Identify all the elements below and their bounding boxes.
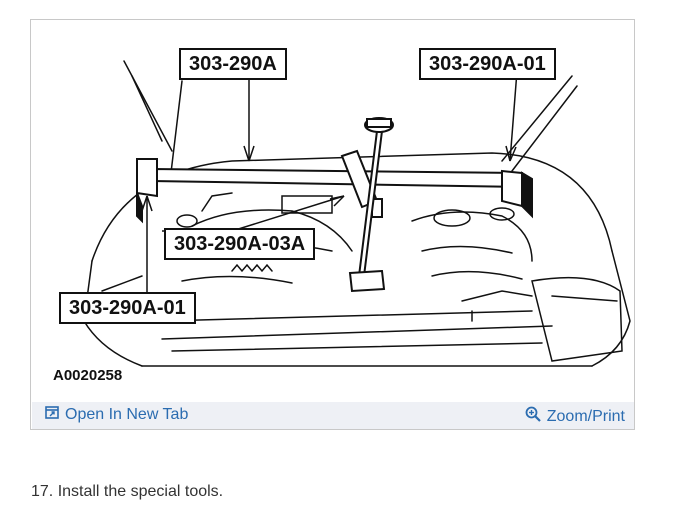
zoom-print-label: Zoom/Print xyxy=(546,407,625,425)
zoom-print-link[interactable]: Zoom/Print xyxy=(525,406,625,427)
figure-frame: 303-290A 303-290A-01 303-290A-03A 303-29… xyxy=(30,19,635,430)
figure-toolbar: Open In New Tab Zoom/Print xyxy=(32,402,634,429)
callout-tool-303-290a-01-top: 303-290A-01 xyxy=(419,48,556,80)
callout-tool-303-290a: 303-290A xyxy=(179,48,287,80)
callout-tool-303-290a-01-bottom: 303-290A-01 xyxy=(59,292,196,324)
open-in-new-tab-label: Open In New Tab xyxy=(65,406,189,423)
open-in-new-tab-link[interactable]: Open In New Tab xyxy=(45,406,188,424)
open-new-tab-icon xyxy=(45,406,59,424)
zoom-icon xyxy=(525,406,541,427)
callout-tool-303-290a-03a: 303-290A-03A xyxy=(164,228,316,260)
step-instruction: 17. Install the special tools. xyxy=(31,483,224,500)
engine-tools-illustration xyxy=(83,60,631,367)
figure-id: A0020258 xyxy=(53,367,123,384)
